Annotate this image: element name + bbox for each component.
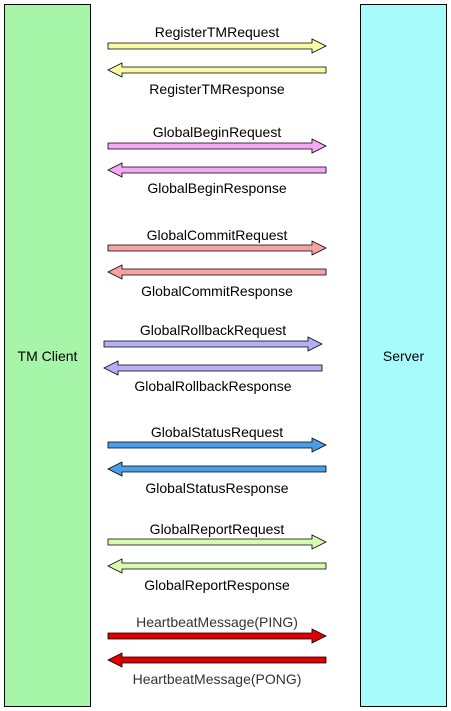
globalcommitrequest-arrow	[107, 240, 327, 256]
globalbeginrequest-label: GlobalBeginRequest	[152, 124, 282, 140]
registertmrequest-label: RegisterTMRequest	[154, 24, 280, 40]
globalbeginresponse-label: GlobalBeginResponse	[147, 180, 287, 196]
globalrollbackresponse-arrow	[103, 360, 323, 376]
heartbeatmessage-pong-arrow	[107, 652, 327, 668]
globalbeginrequest-arrow	[107, 138, 327, 154]
tm-client-label: TM Client	[17, 347, 78, 364]
globalstatusresponse-label: GlobalStatusResponse	[145, 480, 289, 496]
heartbeatmessage-pong-label: HeartbeatMessage(PONG)	[132, 671, 302, 687]
registertmresponse-arrow	[107, 62, 327, 78]
globalreportresponse-label: GlobalReportResponse	[144, 577, 290, 593]
globalstatusrequest-arrow	[107, 437, 327, 453]
server-label: Server	[382, 347, 425, 364]
globalstatusrequest-label: GlobalStatusRequest	[150, 424, 284, 440]
tm-client-lane: TM Client	[4, 4, 91, 707]
heartbeatmessage-ping-arrow	[107, 628, 327, 644]
globalcommitresponse-arrow	[107, 264, 327, 280]
globalcommitrequest-label: GlobalCommitRequest	[146, 227, 288, 243]
globalreportrequest-label: GlobalReportRequest	[149, 521, 285, 537]
globalrollbackrequest-arrow	[103, 336, 323, 352]
globalcommitresponse-label: GlobalCommitResponse	[141, 283, 293, 299]
heartbeatmessage-ping-label: HeartbeatMessage(PING)	[136, 614, 298, 630]
globalrollbackresponse-label: GlobalRollbackResponse	[134, 378, 292, 394]
registertmresponse-label: RegisterTMResponse	[149, 81, 285, 97]
globalreportrequest-arrow	[107, 534, 327, 550]
globalrollbackrequest-label: GlobalRollbackRequest	[139, 322, 287, 338]
globalstatusresponse-arrow	[107, 461, 327, 477]
registertmrequest-arrow	[107, 38, 327, 54]
server-lane: Server	[360, 4, 447, 707]
globalbeginresponse-arrow	[107, 162, 327, 178]
globalreportresponse-arrow	[107, 558, 327, 574]
